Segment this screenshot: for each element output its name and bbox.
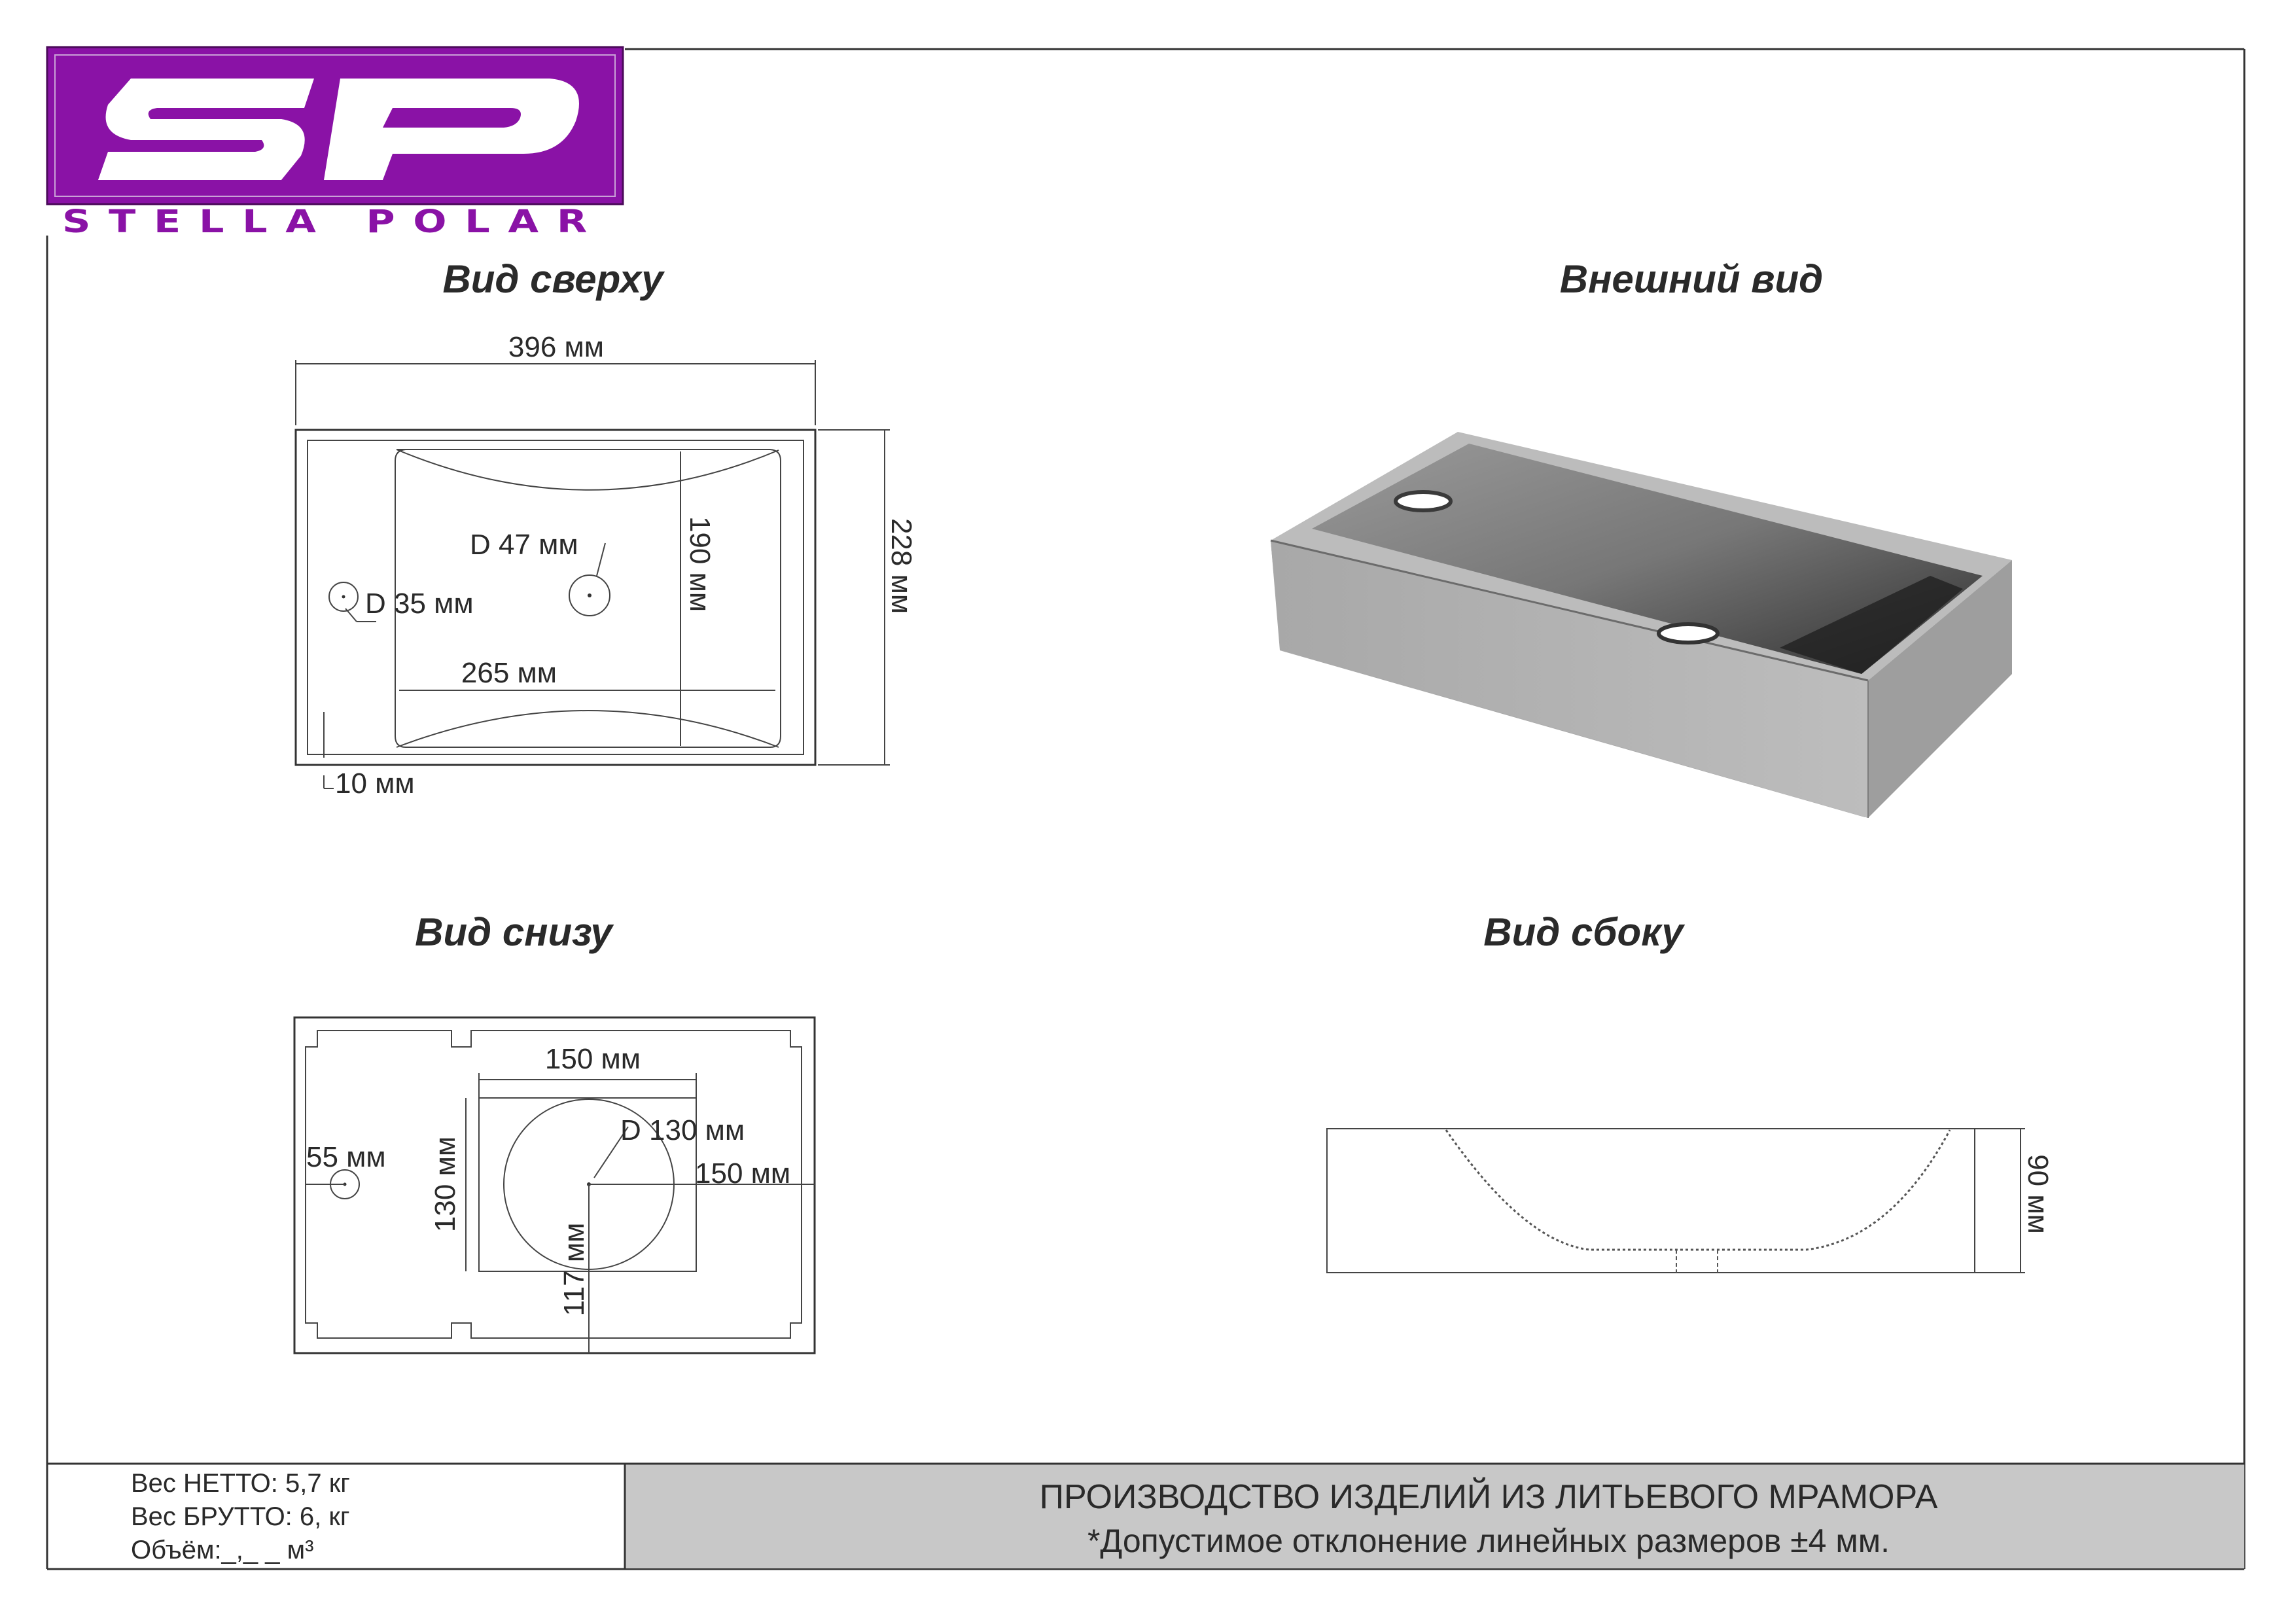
tolerance-note: *Допустимое отклонение линейных размеров… (1087, 1523, 1890, 1559)
bottom-circle-diameter-label: D 130 мм (620, 1114, 745, 1146)
side-view-drawing (1326, 1128, 2025, 1273)
bottom-view-title: Вид снизу (415, 910, 614, 954)
bottom-rect-width-dimension: 150 мм (545, 1043, 641, 1075)
top-view-drawing (294, 360, 890, 789)
logo-letter-p-icon (324, 79, 579, 180)
drain-diameter-label: D 47 мм (470, 529, 578, 561)
drawing-frame (46, 48, 2246, 1570)
bottom-hole-offset-dimension: 55 мм (306, 1141, 386, 1173)
production-caption: ПРОИЗВОДСТВО ИЗДЕЛИЙ ИЗ ЛИТЬЕВОГО МРАМОР… (1040, 1477, 1938, 1516)
top-view-title: Вид сверху (442, 257, 665, 301)
bowl-width-dimension: 265 мм (461, 657, 557, 689)
footer-table (47, 1462, 2244, 1569)
weight-gross: Вес БРУТТО: 6, кг (131, 1502, 349, 1531)
sink-3d-render (1270, 432, 2012, 818)
weight-net: Вес НЕТТО: 5,7 кг (131, 1469, 350, 1498)
bottom-rect-offset-dimension: 150 мм (695, 1157, 790, 1190)
company-logo: STELLA POLAR (46, 46, 624, 240)
bottom-vertical-offset-dimension: 117 мм (558, 1223, 590, 1316)
bottom-rect-height-dimension: 130 мм (429, 1137, 461, 1232)
tap-hole-diameter-label: D 35 мм (365, 588, 474, 620)
exterior-view-title: Внешний вид (1560, 257, 1823, 301)
logo-letter-s-icon (98, 79, 314, 180)
volume: Объём:_,_ _ м³ (131, 1536, 313, 1564)
brand-name: STELLA POLAR (62, 203, 605, 240)
side-view-title: Вид сбоку (1483, 910, 1685, 954)
top-depth-dimension: 228 мм (885, 518, 917, 614)
bowl-depth-dimension: 190 мм (684, 516, 716, 612)
top-width-dimension: 396 мм (508, 331, 604, 363)
bottom-view-drawing (293, 1016, 816, 1354)
side-height-dimension: 90 мм (2022, 1154, 2054, 1234)
rim-dimension: 10 мм (335, 768, 415, 800)
